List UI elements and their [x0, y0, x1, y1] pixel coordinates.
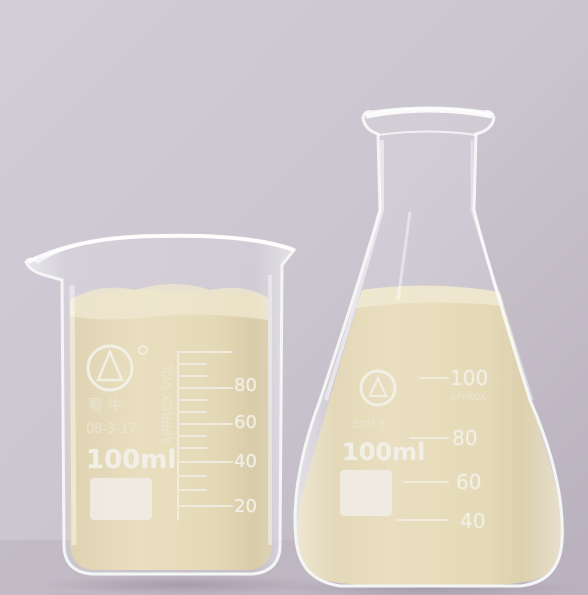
flask-volume-label: 100ml: [342, 438, 425, 466]
beaker-brand-logo: [86, 344, 148, 392]
flask-grad-40: 40: [460, 509, 485, 533]
beaker-label-patch: [90, 478, 152, 520]
beaker-graduations: [177, 351, 233, 521]
flask-graduations: [397, 377, 449, 521]
beaker-left-highlight: [69, 284, 77, 546]
beaker-grad-20: 20: [234, 496, 257, 517]
flask-label-patch: [340, 470, 392, 516]
beaker-grad-40: 40: [234, 451, 257, 472]
flask-grad-60: 60: [456, 470, 481, 494]
beaker: 蜀 牛 08-3-17 100ml APPROX VOL: [24, 233, 297, 576]
flask-glass: [293, 106, 564, 588]
flask-spec-text: 5ml ±: [352, 417, 389, 431]
beaker-grad-60: 60: [234, 412, 257, 433]
beaker-grad-80: 80: [234, 375, 257, 396]
flask-neck-ring: [377, 130, 477, 136]
flask-brand-logo: [359, 369, 397, 407]
beaker-glass: [24, 234, 297, 576]
flask-inner-highlight: [396, 211, 412, 301]
beaker-scale-text: APPROX VOL: [161, 362, 176, 445]
flask-rim: [365, 107, 493, 119]
beaker-shadow: [40, 575, 320, 595]
beaker-volume-label: 100ml: [86, 445, 176, 475]
beaker-maker-text: 蜀 牛: [88, 396, 123, 414]
erlenmeyer-flask: 5ml ± 100ml 100 APPROX 80 60 40: [293, 106, 565, 588]
flask-approx-text: APPROX: [450, 393, 486, 403]
flask-right-highlight: [470, 140, 534, 401]
flask-grad-100: 100: [450, 366, 488, 390]
flask-left-highlight: [324, 140, 384, 401]
beaker-rim: [27, 233, 295, 264]
flask-grad-80: 80: [452, 426, 477, 450]
beaker-lot-text: 08-3-17: [86, 422, 137, 437]
